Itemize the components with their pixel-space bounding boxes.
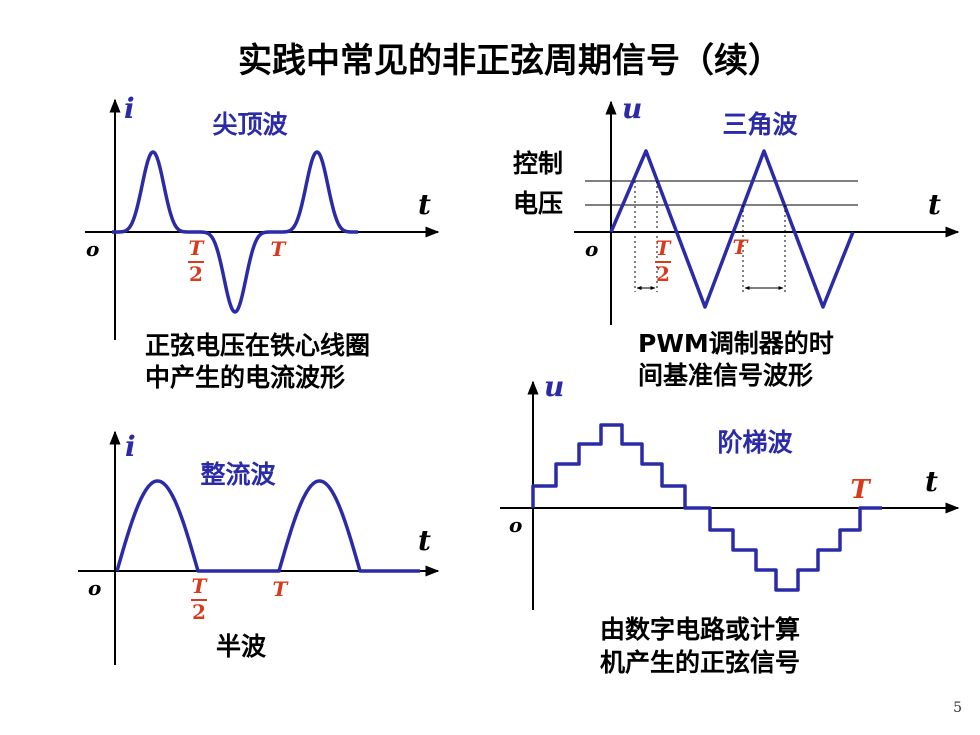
triangle-wave-name: 三角波 <box>722 110 798 139</box>
staircase-period-label: T <box>850 475 871 505</box>
triangle-half-period-numerator: T <box>656 236 673 260</box>
spike-period-label: T <box>271 237 288 261</box>
triangle-wave-panel: u t o 三角波 控制 电压 T 2 T PWM调制器的时 间基准信号波形 <box>513 92 960 390</box>
triangle-period-label: T <box>733 235 750 259</box>
spike-y-axis-label: i <box>124 92 135 125</box>
spike-wave-name: 尖顶波 <box>212 110 288 139</box>
rectified-y-axis-label: i <box>125 430 136 463</box>
spike-x-axis-label: t <box>418 188 431 221</box>
triangle-half-period-denominator: 2 <box>656 262 670 286</box>
spike-half-period-denominator: 2 <box>189 262 203 286</box>
rectified-caption: 半波 <box>216 632 267 661</box>
rectified-half-period-numerator: T <box>192 574 209 598</box>
rectified-x-axis-label: t <box>418 524 431 557</box>
rectified-period-label: T <box>273 577 290 601</box>
staircase-caption-line1: 由数字电路或计算 <box>600 615 800 644</box>
triangle-caption-line1: PWM调制器的时 <box>638 329 834 358</box>
staircase-y-axis-label: u <box>544 370 564 403</box>
staircase-x-axis-label: t <box>925 465 938 498</box>
rectified-wave-panel: i t o 整流波 T 2 T 半波 <box>78 430 440 665</box>
rectified-wave-name: 整流波 <box>200 460 276 489</box>
rectified-waveform <box>115 479 421 573</box>
staircase-origin-label: o <box>509 513 522 537</box>
staircase-waveform <box>531 423 882 592</box>
spike-caption-line2: 中产生的电流波形 <box>145 363 345 392</box>
triangle-origin-label: o <box>585 237 598 261</box>
staircase-caption-line2: 机产生的正弦信号 <box>600 648 800 677</box>
rectified-half-period-denominator: 2 <box>192 600 206 624</box>
triangle-caption-line2: 间基准信号波形 <box>638 361 813 390</box>
rectified-origin-label: o <box>88 576 101 600</box>
staircase-wave-name: 阶梯波 <box>717 428 793 457</box>
triangle-x-axis-label: t <box>928 188 941 221</box>
page-number: 5 <box>953 700 962 716</box>
slide-title: 实践中常见的非正弦周期信号（续） <box>238 41 782 81</box>
spike-origin-label: o <box>86 237 99 261</box>
triangle-y-axis-label: u <box>622 92 642 125</box>
control-voltage-label-line1: 控制 <box>513 149 563 178</box>
spike-half-period-numerator: T <box>189 236 206 260</box>
staircase-wave-panel: u t o 阶梯波 T 由数字电路或计算 机产生的正弦信号 <box>500 370 960 677</box>
spike-waveform <box>111 150 359 314</box>
spike-wave-panel: i t o 尖顶波 T 2 T 正弦电压在铁心线圈 中产生的电流波形 <box>85 92 440 392</box>
spike-caption-line1: 正弦电压在铁心线圈 <box>145 331 370 360</box>
control-voltage-label-line2: 电压 <box>513 189 563 218</box>
triangle-waveform <box>609 149 855 309</box>
